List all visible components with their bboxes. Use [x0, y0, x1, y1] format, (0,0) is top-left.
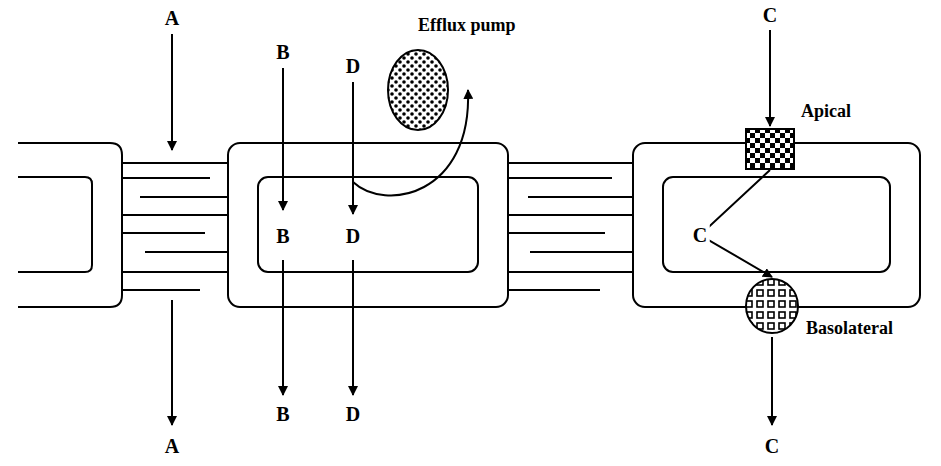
route-arrow	[171, 300, 173, 425]
route-letter: D	[346, 403, 360, 425]
route-arrow	[352, 82, 354, 214]
basolateral-transporter: Basolateral	[744, 277, 800, 335]
connector-label: C	[690, 224, 710, 246]
cell-outline	[228, 143, 508, 307]
cell-outline	[18, 143, 122, 307]
basolateral-transporter-shape	[744, 277, 800, 335]
route-letter: D	[346, 55, 360, 77]
node-heading: Apical	[801, 102, 851, 122]
route-letter: B	[276, 41, 289, 63]
route-letter: B	[276, 403, 289, 425]
node-heading: Efflux pump	[418, 16, 516, 36]
route-arrow	[171, 34, 173, 150]
apical-transporter-shape	[745, 128, 795, 170]
efflux-pump: Efflux pump	[386, 48, 450, 132]
node-heading: Basolateral	[806, 319, 893, 339]
route-arrow	[282, 260, 284, 395]
cell-inner	[663, 177, 890, 272]
route-arrow	[771, 337, 773, 425]
apical-transporter: Apical	[745, 128, 795, 170]
route-arrow	[282, 68, 284, 210]
route-letter: C	[765, 435, 779, 457]
tight-junction	[122, 163, 228, 290]
route-arrow	[769, 30, 771, 126]
route-letter: D	[346, 225, 360, 247]
route-letter: C	[763, 4, 777, 26]
route-arrow	[352, 260, 354, 395]
cell-inner	[18, 177, 92, 272]
transport-connector	[700, 170, 772, 277]
efflux-pump-shape	[386, 48, 450, 132]
route-letter: B	[276, 225, 289, 247]
tight-junction	[508, 163, 633, 290]
route-letter: A	[165, 435, 179, 457]
route-letter: A	[165, 7, 179, 29]
